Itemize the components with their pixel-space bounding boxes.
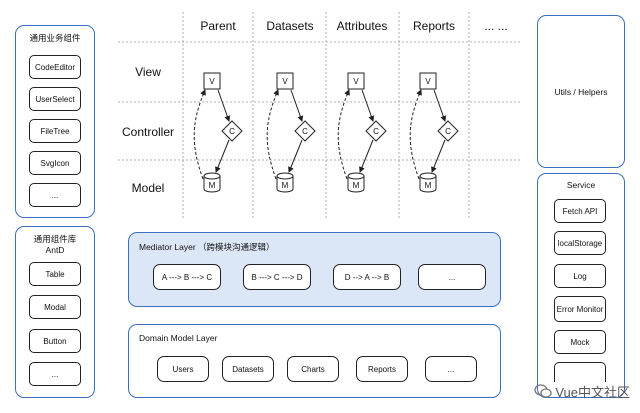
model-node-label: M: [282, 181, 289, 190]
mediator-layer-panel: Mediator Layer （跨模块沟通逻辑） A ---> B ---> C…: [128, 232, 501, 307]
panel-title-line1: 通用组件库: [33, 234, 77, 244]
utils-helpers-panel: Utils / Helpers: [537, 15, 625, 168]
model-to-view-dashed-arrow: [409, 89, 422, 180]
row-label-view: View: [135, 65, 161, 79]
mediator-flow-more: ...: [418, 264, 486, 290]
column-header-attributes: Attributes: [336, 19, 388, 33]
mediator-flow-b-c-d: B ---> C ---> D: [243, 264, 311, 290]
model-node-top: [419, 172, 437, 180]
domain-model-layer-panel: Domain Model Layer Users Datasets Charts…: [128, 324, 501, 398]
watermark: Vue中文社区: [534, 382, 630, 401]
view-to-controller-arrow: [433, 89, 447, 122]
watermark-text: Vue中文社区: [555, 385, 630, 400]
controller-node: [221, 120, 243, 142]
controller-node-label: C: [373, 127, 379, 136]
service-panel: Service Fetch API localStorage Log Error…: [537, 173, 625, 398]
view-node: [419, 72, 437, 90]
domain-model-charts: Charts: [287, 356, 339, 382]
row-label-model: Model: [131, 181, 165, 195]
mediator-flow-a-b-c: A ---> B ---> C: [153, 264, 221, 290]
common-component-library-panel: 通用组件库 AntD Table Modal Button ...: [15, 226, 95, 398]
view-to-controller-arrow: [217, 89, 231, 122]
component-item-more: ...: [29, 183, 81, 207]
controller-to-model-arrow: [215, 139, 230, 173]
view-to-controller-arrow: [361, 89, 375, 122]
utils-helpers-title: Utils / Helpers: [554, 87, 608, 97]
common-business-components-panel: 通用业务组件 CodeEditor UserSelect FileTree Sv…: [15, 25, 95, 218]
view-node: [203, 72, 221, 90]
service-item-extra: [554, 362, 606, 382]
domain-model-datasets: Datasets: [222, 356, 274, 382]
controller-to-model-arrow: [431, 139, 446, 173]
controller-node: [294, 120, 316, 142]
mediator-layer-title: Mediator Layer （跨模块沟通逻辑）: [139, 242, 275, 252]
component-item-code-editor: CodeEditor: [29, 55, 81, 79]
controller-to-model-arrow: [359, 139, 374, 173]
controller-node: [365, 120, 387, 142]
view-node-label: V: [282, 77, 288, 86]
service-item-local-storage: localStorage: [554, 231, 606, 255]
controller-node-label: C: [229, 127, 235, 136]
model-node: [203, 176, 221, 193]
component-item-user-select: UserSelect: [29, 87, 81, 111]
model-node-label: M: [353, 181, 360, 190]
model-node-top: [203, 172, 221, 180]
view-node-label: V: [353, 77, 359, 86]
column-header-more: ... ...: [484, 19, 508, 33]
view-to-controller-arrow: [290, 89, 304, 122]
view-node: [276, 72, 294, 90]
component-item-svg-icon: SvgIcon: [29, 151, 81, 175]
model-node-top: [276, 172, 294, 180]
service-item-log: Log: [554, 264, 606, 288]
model-node: [419, 176, 437, 193]
service-item-error-monitor: Error Monitor: [554, 296, 606, 322]
controller-node: [437, 120, 459, 142]
column-header-datasets: Datasets: [266, 19, 314, 33]
model-node: [276, 176, 294, 193]
row-label-controller: Controller: [121, 125, 175, 139]
grid-lines: [118, 12, 520, 218]
model-to-view-dashed-arrow: [193, 89, 206, 180]
model-node: [347, 176, 365, 193]
domain-model-reports: Reports: [356, 356, 408, 382]
controller-node-label: C: [445, 127, 451, 136]
mediator-flow-d-a-b: D --> A --> B: [333, 264, 401, 290]
library-item-more: ...: [29, 362, 81, 386]
domain-layer-title: Domain Model Layer: [139, 333, 218, 343]
domain-model-more: ...: [425, 356, 477, 382]
view-node: [347, 72, 365, 90]
panel-title: 通用业务组件: [29, 33, 81, 43]
service-title: Service: [566, 180, 596, 190]
controller-to-model-arrow: [288, 139, 303, 173]
model-node-label: M: [425, 181, 432, 190]
library-item-button: Button: [29, 329, 81, 353]
model-node-top: [347, 172, 365, 180]
domain-model-users: Users: [157, 356, 209, 382]
column-header-reports: Reports: [412, 19, 456, 33]
column-header-parent: Parent: [200, 19, 236, 33]
panel-title-line2: AntD: [45, 245, 65, 255]
model-to-view-dashed-arrow: [337, 89, 350, 180]
service-item-mock: Mock: [554, 330, 606, 354]
mvc-nodes: V C M V C M V C M V C M: [193, 72, 459, 193]
model-to-view-dashed-arrow: [266, 89, 279, 180]
model-node-label: M: [209, 181, 216, 190]
component-item-file-tree: FileTree: [29, 119, 81, 143]
view-node-label: V: [425, 77, 431, 86]
service-item-fetch-api: Fetch API: [554, 199, 606, 223]
controller-node-label: C: [302, 127, 308, 136]
library-item-table: Table: [29, 262, 81, 286]
wechat-logo-icon: [534, 384, 552, 398]
view-node-label: V: [209, 77, 215, 86]
library-item-modal: Modal: [29, 295, 81, 319]
